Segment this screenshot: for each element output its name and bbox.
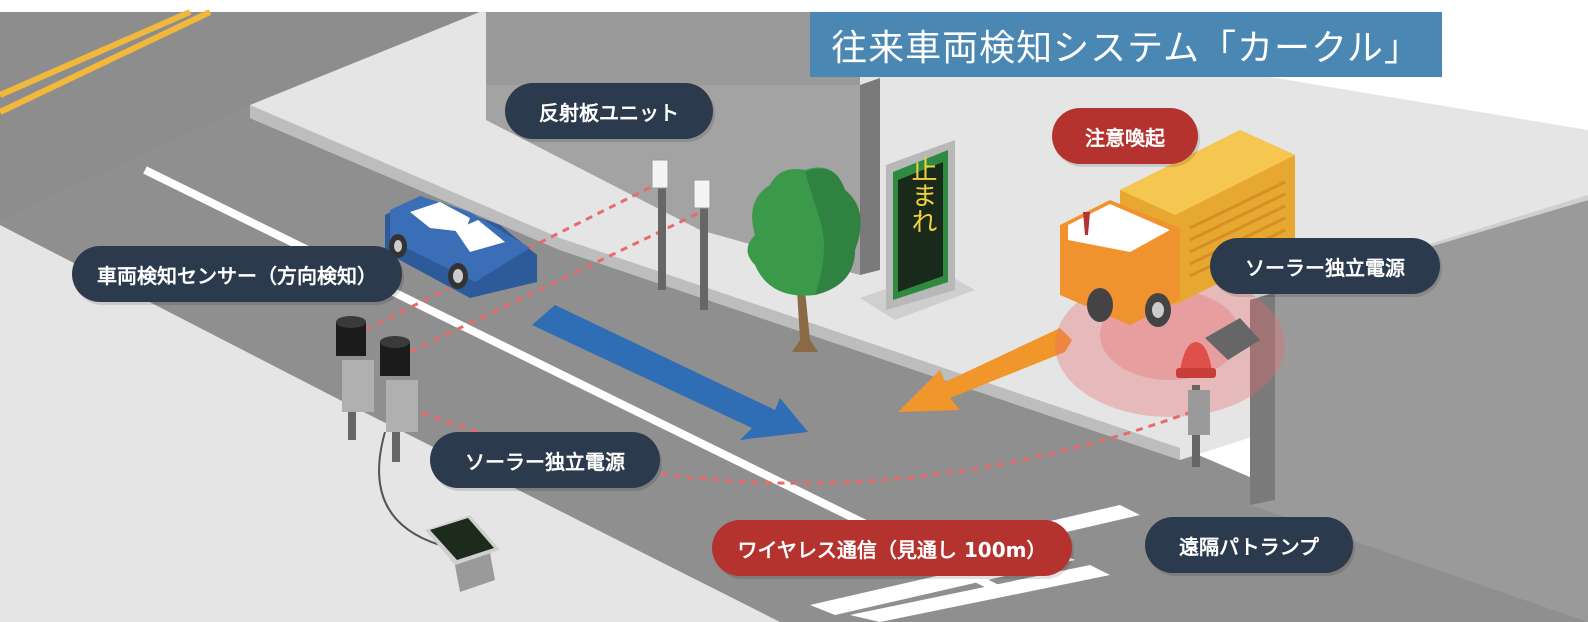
building-right-face <box>1250 200 1588 622</box>
sensor-icon <box>336 316 418 462</box>
vehicle-sensor-label: 車両検知センサー（方向検知） <box>72 246 402 302</box>
car-icon <box>385 196 537 298</box>
remote-lamp-label: 遠隔パトランプ <box>1145 517 1353 573</box>
wireless-label: ワイヤレス通信（見通し 100m） <box>712 520 1072 576</box>
building-wall-side <box>860 78 880 275</box>
sidewalk-lower-left <box>0 225 780 622</box>
sidewalk-edge <box>250 105 1180 460</box>
solar-power-right-label: ソーラー独立電源 <box>1210 238 1440 294</box>
stop-sign-text: 止まれ <box>907 156 937 234</box>
reflector-unit-label: 反射板ユニット <box>505 83 713 139</box>
cable <box>378 431 441 546</box>
direction-arrow-icon <box>532 305 808 440</box>
reflector-icon <box>651 159 711 310</box>
road-upper <box>0 12 480 220</box>
center-yellow-lines <box>0 9 212 115</box>
tree-icon <box>747 167 861 352</box>
patrol-lamp-icon <box>1176 318 1260 467</box>
direction-arrow-icon <box>898 328 1072 412</box>
solar-power-left-label: ソーラー独立電源 <box>430 432 660 488</box>
page-title: 往来車両検知システム「カークル」 <box>810 12 1442 77</box>
building-right-side <box>1250 292 1275 505</box>
building-wall-top <box>486 12 860 85</box>
stop-sign-icon: 止まれ <box>860 140 975 320</box>
solar-panel-icon <box>425 515 500 592</box>
caution-label: 注意喚起 <box>1052 108 1198 164</box>
